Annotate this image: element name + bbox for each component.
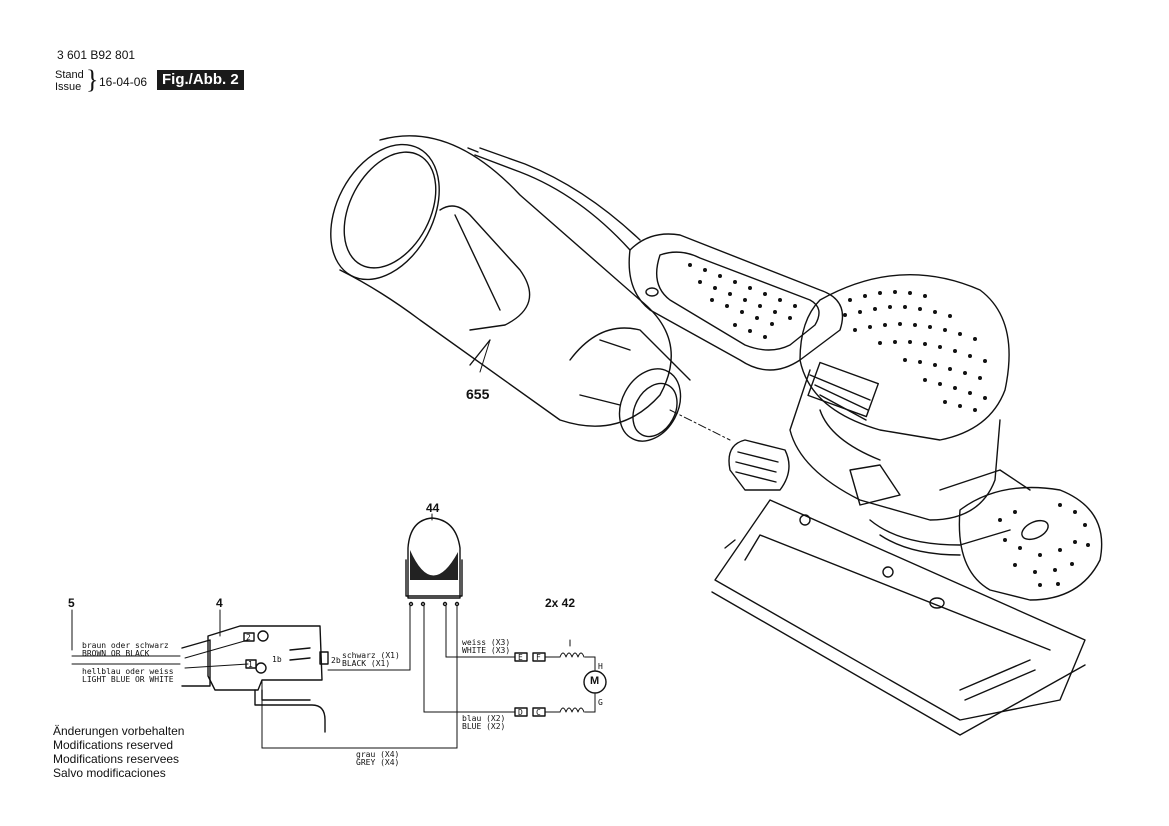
part-number-4: 4: [216, 596, 223, 610]
note-line: Modifications reserved: [53, 738, 174, 752]
terminal-2: 2: [246, 633, 251, 642]
wire-label-blue-en: BLUE (X2): [462, 722, 506, 731]
terminal-d: D: [518, 708, 523, 717]
motor-field-drawing: [405, 517, 463, 607]
wire-label-brown-en: BROWN OR BLACK: [82, 649, 150, 658]
terminal-e: E: [518, 653, 523, 662]
modification-notes: Änderungen vorbehalten Modifications res…: [53, 724, 184, 780]
dust-outlet-drawing: [728, 439, 790, 491]
power-cord-drawing: [467, 147, 641, 251]
switch-drawing: [181, 625, 329, 733]
handle-grip-dots: [688, 263, 797, 339]
handle-drawing: [628, 233, 844, 371]
issue-date: 16-04-06: [99, 75, 148, 89]
note-line: Modifications reservees: [53, 752, 180, 766]
wire-label-white-en: WHITE (X3): [462, 646, 511, 655]
wire-label-blue-de: blau (X2): [462, 714, 506, 723]
terminal-g: G: [598, 698, 603, 707]
wire-label-black-en: BLACK (X1): [342, 659, 391, 668]
wire-label-lightblue-de: hellblau oder weiss: [82, 667, 174, 676]
part-number-655: 655: [466, 386, 490, 402]
part-number-44: 44: [426, 501, 440, 515]
dust-box-drawing: [330, 135, 691, 442]
terminal-1b: 1b: [272, 655, 282, 664]
part-number-42: 2x 42: [545, 596, 576, 610]
terminal-2b: 2b: [331, 656, 341, 665]
note-line: Änderungen vorbehalten: [53, 724, 185, 738]
wire-label-lightblue-en: LIGHT BLUE OR WHITE: [82, 675, 174, 684]
front-knob-dots: [998, 503, 1090, 587]
stand-label: Stand: [55, 69, 84, 81]
issue-label: Issue: [55, 81, 82, 93]
terminal-1: 1: [248, 660, 253, 669]
palm-grip-dots: [843, 290, 987, 412]
wire-connectors: [514, 652, 546, 717]
note-line: Salvo modificaciones: [53, 766, 166, 780]
brace-glyph: }: [86, 65, 99, 94]
wire-label-brown-de: braun oder schwarz: [82, 641, 169, 650]
part-number-5: 5: [68, 596, 75, 610]
document-number: 3 601 B92 801: [57, 48, 136, 62]
front-knob-drawing: [939, 469, 1103, 601]
wire-label-black-de: schwarz (X1): [342, 651, 400, 660]
wire-label-grey-en: GREY (X4): [356, 758, 400, 767]
motor-letter: M: [590, 675, 600, 687]
wire-label-grey-de: grau (X4): [356, 750, 400, 759]
terminal-f: F: [536, 653, 541, 662]
motor-housing-drawing: [789, 273, 1011, 556]
wire-label-white-de: weiss (X3): [462, 638, 511, 647]
wiring-lines: [71, 605, 596, 749]
motor-symbol: [583, 670, 607, 694]
terminal-c: C: [536, 708, 541, 717]
terminal-h: H: [598, 662, 603, 671]
inductor-coils: [559, 639, 585, 713]
figure-label: Fig./Abb. 2: [157, 70, 244, 90]
base-plate-drawing: [711, 499, 1086, 736]
